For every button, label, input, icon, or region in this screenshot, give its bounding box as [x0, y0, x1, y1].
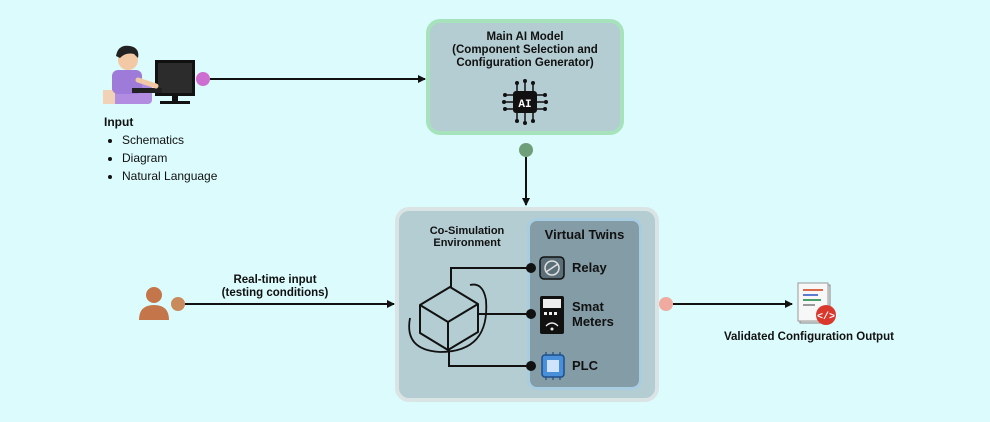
smart-meters-line-1: Smat	[572, 299, 604, 314]
smart-meter-icon	[540, 296, 564, 334]
ai-chip-icon: AI	[502, 79, 548, 125]
cosim-title-line-1: Co-Simulation	[429, 225, 505, 237]
plc-connector	[448, 350, 530, 367]
relay-dot	[526, 263, 536, 273]
relay-connector	[450, 267, 530, 288]
smart-meters-label: Smat Meters	[572, 299, 614, 329]
code-document-icon: </>	[797, 282, 836, 325]
main-ai-model-title: Main AI Model (Component Selection and C…	[430, 31, 620, 70]
main-title-line-2: (Component Selection and	[452, 44, 598, 56]
main-ai-model-box: Main AI Model (Component Selection and C…	[426, 19, 624, 135]
main-title-line-3: Configuration Generator)	[456, 57, 594, 69]
plc-label: PLC	[572, 358, 598, 373]
cube-icon	[408, 283, 488, 353]
model-connector-dot	[519, 143, 533, 157]
cosim-title: Co-Simulation Environment	[417, 225, 517, 249]
realtime-label: Real-time input (testing conditions)	[205, 274, 345, 300]
virtual-twins-title: Virtual Twins	[544, 227, 625, 242]
output-label: Validated Configuration Output	[724, 331, 894, 343]
plc-dot	[526, 361, 536, 371]
input-item-diagram: Diagram	[122, 149, 217, 167]
input-title: Input	[104, 115, 134, 129]
meter-dot	[526, 309, 536, 319]
input-connector-dot	[196, 72, 210, 86]
main-title-line-1: Main AI Model	[486, 31, 564, 43]
plc-icon	[541, 352, 565, 380]
output-connector-dot	[659, 297, 673, 311]
input-item-schematics: Schematics	[122, 131, 217, 149]
svg-text:</>: </>	[817, 311, 835, 323]
relay-icon	[539, 256, 565, 280]
realtime-line-1: Real-time input	[233, 274, 317, 286]
person-at-computer-icon	[103, 45, 195, 104]
input-item-natural-language: Natural Language	[122, 167, 217, 185]
user-icon	[139, 287, 169, 320]
cosim-title-line-2: Environment	[433, 237, 501, 249]
realtime-connector-dot	[171, 297, 185, 311]
realtime-line-2: (testing conditions)	[221, 287, 329, 299]
input-list: Schematics Diagram Natural Language	[104, 131, 217, 185]
smart-meters-line-2: Meters	[572, 314, 614, 329]
relay-label: Relay	[572, 260, 607, 275]
svg-text:AI: AI	[518, 99, 531, 111]
